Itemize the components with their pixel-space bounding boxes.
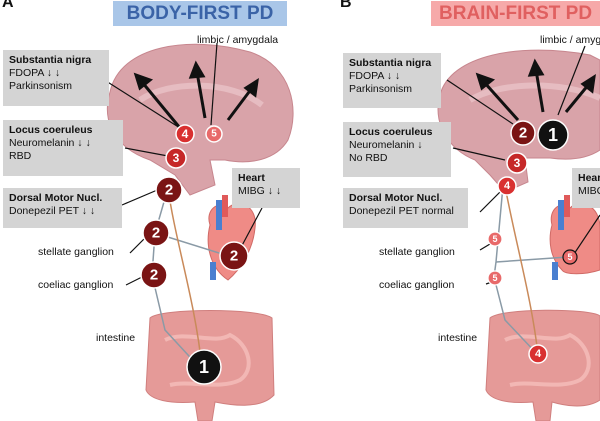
box-line: Donepezil PET normal [349, 205, 454, 217]
svg-text:3: 3 [173, 151, 180, 165]
box-line: MIBG [578, 185, 600, 197]
intestine-label: intestine [96, 332, 136, 344]
box-line: MIBG ↓ ↓ [238, 185, 282, 197]
stage-circle-intestine: 1 [186, 349, 222, 385]
vagus-nerve [504, 185, 539, 356]
stage-circle-heart: 2 [219, 241, 249, 271]
svg-text:2: 2 [519, 125, 527, 142]
panel-letter: B [340, 0, 352, 11]
box-line: FDOPA ↓ ↓ [9, 67, 61, 79]
svg-text:1: 1 [199, 357, 209, 377]
svg-text:5: 5 [211, 129, 217, 140]
stage-circle-limbic: 1 [537, 119, 569, 151]
box-line: No RBD [349, 152, 388, 164]
stellate-ganglion-label: stellate ganglion [379, 246, 455, 258]
stage-circle-intestine: 4 [528, 344, 548, 364]
limbic-label: limbic / amygdala [197, 34, 279, 46]
stage-circle-stellate: 2 [142, 219, 170, 247]
dorsal-motor-box: Dorsal Motor Nucl. Donepezil PET ↓ ↓ [3, 188, 122, 228]
svg-text:4: 4 [535, 348, 542, 360]
limbic-label: limbic / amygdala [540, 34, 600, 46]
brain-shape [106, 43, 294, 196]
stage-circle-locus-coeruleus: 3 [506, 152, 528, 174]
box-line: Neuromelanin ↓ ↓ [9, 137, 91, 149]
svg-text:5: 5 [567, 252, 572, 262]
heart-box: Heart MIBG [572, 168, 600, 208]
intestine-label: intestine [438, 332, 478, 344]
stage-circle-coeliac: 2 [140, 261, 168, 289]
svg-text:5: 5 [492, 273, 497, 283]
stage-circle-coeliac: 5 [487, 270, 503, 286]
svg-text:2: 2 [152, 225, 160, 242]
svg-text:2: 2 [165, 182, 173, 199]
intestine-shape [485, 309, 600, 421]
panel-letter: A [2, 0, 14, 11]
svg-text:1: 1 [548, 125, 558, 145]
spread-arrows [475, 58, 596, 122]
substantia-nigra-box: Substantia nigra FDOPA ↓ ↓ Parkinsonism [3, 50, 109, 106]
panel-title: BODY-FIRST PD [113, 1, 287, 26]
panel-title: BRAIN-FIRST PD [431, 1, 600, 26]
box-line: FDOPA ↓ ↓ [349, 70, 401, 82]
box-title: Locus coeruleus [349, 126, 433, 138]
box-title: Substantia nigra [349, 57, 432, 69]
dorsal-motor-box: Dorsal Motor Nucl. Donepezil PET normal [343, 188, 468, 228]
stage-circle-limbic: 5 [205, 125, 223, 143]
stage-circle-substantia-nigra: 2 [510, 120, 536, 146]
svg-text:4: 4 [504, 180, 511, 192]
box-title: Heart [578, 172, 600, 184]
box-title: Heart [238, 172, 265, 184]
coeliac-ganglion-label: coeliac ganglion [38, 279, 114, 291]
anatomy-illustration: 2 1 3 4 5 5 5 4 [437, 45, 600, 421]
stage-circle-stellate: 5 [487, 231, 503, 247]
coeliac-ganglion-label: coeliac ganglion [379, 279, 455, 291]
heart-box: Heart MIBG ↓ ↓ [232, 168, 300, 208]
spread-arrows [133, 60, 259, 129]
stellate-ganglion-label: stellate ganglion [38, 246, 114, 258]
svg-text:3: 3 [514, 156, 521, 170]
box-title: Locus coeruleus [9, 124, 93, 136]
box-title: Substantia nigra [9, 54, 92, 66]
anatomy-illustration: 4 5 3 2 2 2 2 1 [105, 42, 294, 421]
box-line: Parkinsonism [9, 80, 73, 92]
stage-circle-substantia-nigra: 4 [175, 124, 195, 144]
substantia-nigra-box: Substantia nigra FDOPA ↓ ↓ Parkinsonism [343, 53, 441, 108]
svg-text:2: 2 [230, 248, 238, 265]
panel-brain-first: B BRAIN-FIRST PD 2 1 3 4 5 [300, 0, 600, 421]
box-title: Dorsal Motor Nucl. [9, 192, 103, 204]
box-line: Donepezil PET ↓ ↓ [9, 205, 96, 217]
box-line: RBD [9, 150, 32, 162]
stage-circle-dorsal-motor: 4 [497, 176, 517, 196]
locus-coeruleus-box: Locus coeruleus Neuromelanin ↓ ↓ RBD [3, 120, 123, 176]
svg-text:4: 4 [182, 127, 189, 141]
box-title: Dorsal Motor Nucl. [349, 192, 443, 204]
svg-text:2: 2 [150, 267, 158, 284]
locus-coeruleus-box: Locus coeruleus Neuromelanin ↓ No RBD [343, 122, 451, 177]
panel-body-first: A BODY-FIRST PD [2, 0, 300, 421]
svg-text:5: 5 [492, 234, 497, 244]
box-line: Neuromelanin ↓ [349, 139, 423, 151]
stage-circle-locus-coeruleus: 3 [165, 147, 187, 169]
box-line: Parkinsonism [349, 83, 413, 95]
stage-circle-heart: 5 [562, 249, 578, 265]
vagus-nerve [167, 187, 203, 369]
stage-circle-dorsal-motor: 2 [155, 176, 183, 204]
